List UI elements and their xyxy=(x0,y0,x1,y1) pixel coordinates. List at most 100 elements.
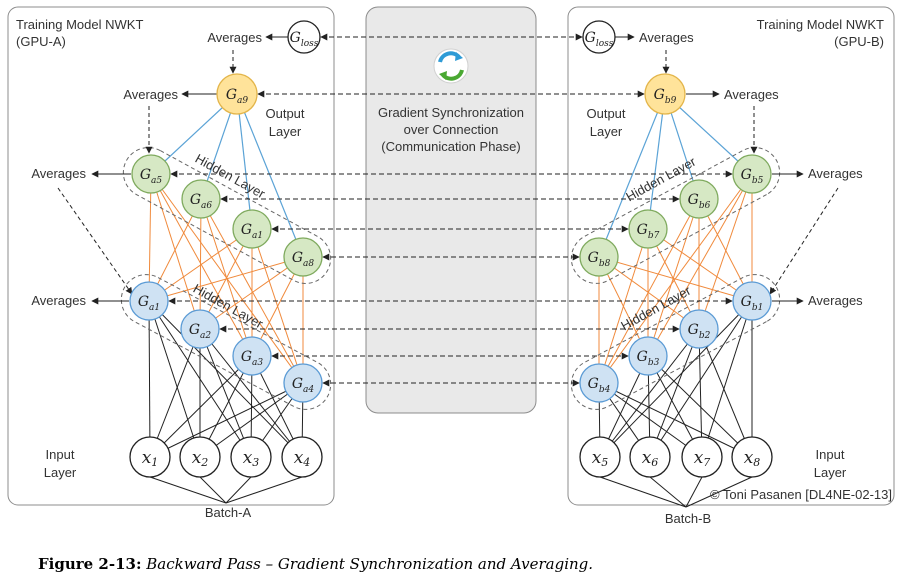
center-line-2: over Connection xyxy=(404,122,499,137)
node-label-sub: 2 xyxy=(200,456,208,469)
node-label: Ga3 xyxy=(241,349,264,368)
node-label-main: G xyxy=(241,349,252,365)
node-b3: Gb3 xyxy=(628,336,668,376)
batch-edge xyxy=(199,476,227,504)
node-label-main: G xyxy=(140,167,151,183)
node-circle xyxy=(681,436,723,478)
node-b2: Gb2 xyxy=(679,309,719,349)
node-label-sub: b5 xyxy=(752,176,764,186)
node-label-main: x xyxy=(294,448,304,468)
input-edge xyxy=(598,382,753,458)
node-a4: Ga4 xyxy=(283,363,323,403)
node-circle xyxy=(131,154,171,194)
averages-label-a9: Averages xyxy=(123,87,178,102)
node-circle xyxy=(230,436,272,478)
output-layer-label-a-1: Output xyxy=(265,106,304,121)
node-b4: Gb4 xyxy=(579,363,619,403)
sync-arrows xyxy=(168,33,733,387)
input-layer-label-b-1: Input xyxy=(816,447,845,462)
input-edge xyxy=(199,328,303,458)
node-label-main: x xyxy=(192,448,202,468)
averages-label-b1: Averages xyxy=(808,293,863,308)
gpu-a-title: Training Model NWKT xyxy=(16,17,143,32)
input-edge xyxy=(698,328,703,458)
node-label: Gb9 xyxy=(654,87,677,106)
node-label-sub: a1 xyxy=(252,231,263,241)
node-label-sub: b9 xyxy=(665,96,677,106)
node-label-sub: a3 xyxy=(252,358,263,368)
node-a2: Ga2 xyxy=(180,309,220,349)
hidden-edge xyxy=(200,198,304,384)
node-label: x7 xyxy=(694,448,711,469)
node-circle xyxy=(644,73,686,115)
node-label-sub: a5 xyxy=(151,176,162,186)
batch-edge xyxy=(649,476,687,508)
node-label: Gb2 xyxy=(688,322,711,341)
hidden-layer-1-outline-b xyxy=(570,274,781,410)
node-label-sub: 4 xyxy=(302,456,310,469)
node-label: Gloss xyxy=(585,30,614,49)
node-a-loss: Gloss xyxy=(287,20,321,54)
averages-arrow-down xyxy=(769,187,839,295)
input-edge xyxy=(698,328,753,458)
copyright-text: © Toni Pasanen [DL4NE-02-13] xyxy=(710,487,892,502)
averages-label-b9: Averages xyxy=(724,87,779,102)
hidden-edge xyxy=(598,256,700,330)
node-circle xyxy=(180,309,220,349)
node-label-sub: b7 xyxy=(648,231,660,241)
node-label-main: G xyxy=(588,376,599,392)
node-label-main: x xyxy=(243,448,253,468)
node-label-sub: a2 xyxy=(200,331,211,341)
node-label-sub: 5 xyxy=(601,456,608,469)
input-edge xyxy=(148,300,303,458)
node-x3: x3 xyxy=(230,436,272,478)
input-edge xyxy=(649,300,753,458)
node-label-sub: a9 xyxy=(237,96,248,106)
node-circle xyxy=(129,436,171,478)
figure-caption: Figure 2-13: Backward Pass – Gradient Sy… xyxy=(38,555,593,573)
node-label: x4 xyxy=(294,448,311,469)
node-a3: Ga3 xyxy=(232,336,272,376)
hidden-edge xyxy=(148,173,152,302)
node-label-main: x xyxy=(592,448,602,468)
node-label-sub: b2 xyxy=(699,331,711,341)
input-layer-label-a-1: Input xyxy=(46,447,75,462)
averages-label-b5: Averages xyxy=(808,166,863,181)
node-label-main: G xyxy=(138,294,149,310)
node-label-sub: 6 xyxy=(651,456,658,469)
node-label-sub: b8 xyxy=(599,259,611,269)
gpu-b-subtitle: (GPU-B) xyxy=(834,34,884,49)
batch-b-label: Batch-B xyxy=(665,511,711,526)
node-circle xyxy=(216,73,258,115)
node-circle xyxy=(579,436,621,478)
center-line-3: (Communication Phase) xyxy=(381,139,520,154)
node-circle xyxy=(129,281,169,321)
node-circle xyxy=(287,20,321,54)
input-edge xyxy=(199,328,252,458)
node-label: Ga1 xyxy=(138,294,160,313)
input-layer-label-b-2: Layer xyxy=(814,465,847,480)
node-b6: Gb6 xyxy=(679,179,719,219)
input-edge xyxy=(599,300,753,458)
node-label: x8 xyxy=(744,448,761,469)
node-x8: x8 xyxy=(731,436,773,478)
node-a5: Ga5 xyxy=(131,154,171,194)
node-circle xyxy=(283,363,323,403)
node-label-main: G xyxy=(241,222,252,238)
node-label-main: x xyxy=(744,448,754,468)
input-edge xyxy=(148,300,151,458)
node-label-sub: a8 xyxy=(303,259,314,269)
averages-label-b-loss: Averages xyxy=(639,30,694,45)
node-label-main: x xyxy=(142,448,152,468)
node-label-main: G xyxy=(226,87,237,103)
hidden-layer-1-outline-a xyxy=(120,274,332,410)
node-label-main: G xyxy=(688,322,699,338)
node-label-main: G xyxy=(585,30,596,46)
caption-number: Figure 2-13: xyxy=(38,555,142,573)
node-x5: x5 xyxy=(579,436,621,478)
node-circle xyxy=(579,363,619,403)
node-label: x5 xyxy=(592,448,609,469)
node-label-main: G xyxy=(741,167,752,183)
communication-panel xyxy=(365,6,537,414)
